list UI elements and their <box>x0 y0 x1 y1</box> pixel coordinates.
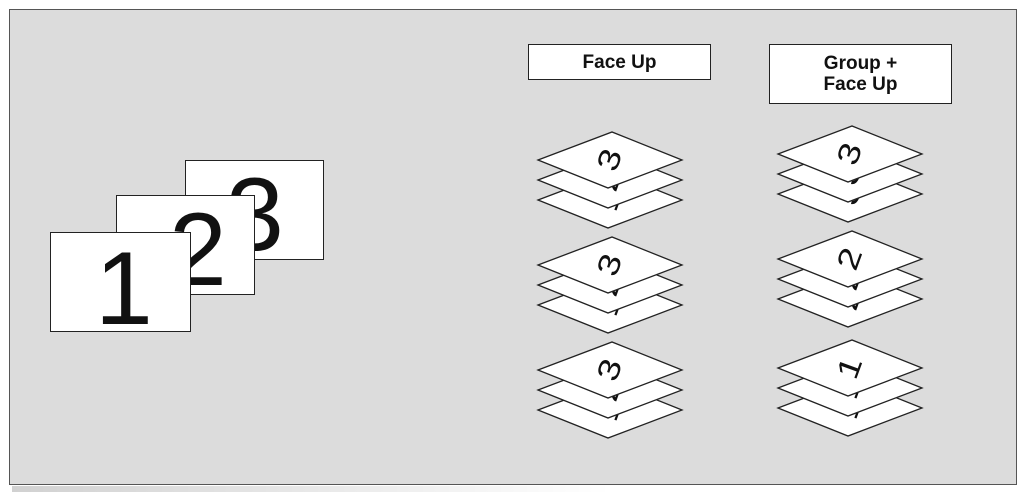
face-up-label: Face Up <box>528 44 711 80</box>
sheet-outline <box>536 236 684 294</box>
sheet-outline <box>536 131 684 189</box>
output-sheet: 1 <box>776 339 924 397</box>
sheet-outline <box>536 341 684 399</box>
sheet-outline <box>776 230 924 288</box>
output-sheet: 3 <box>536 341 684 399</box>
group-face-up-label: Group + Face Up <box>769 44 952 104</box>
output-sheet: 3 <box>536 236 684 294</box>
sheet-outline <box>776 125 924 183</box>
face-up-output-stack: 123123123 <box>536 131 684 439</box>
output-sheet: 2 <box>776 230 924 288</box>
original-page-1: 1 <box>50 232 191 332</box>
sheet-outline <box>776 339 924 397</box>
output-sheet: 3 <box>536 131 684 189</box>
output-sheet: 3 <box>776 125 924 183</box>
panel-shadow <box>12 486 612 492</box>
group-face-up-output-stack: 333222111 <box>776 125 924 437</box>
original-page-number: 1 <box>95 232 153 332</box>
